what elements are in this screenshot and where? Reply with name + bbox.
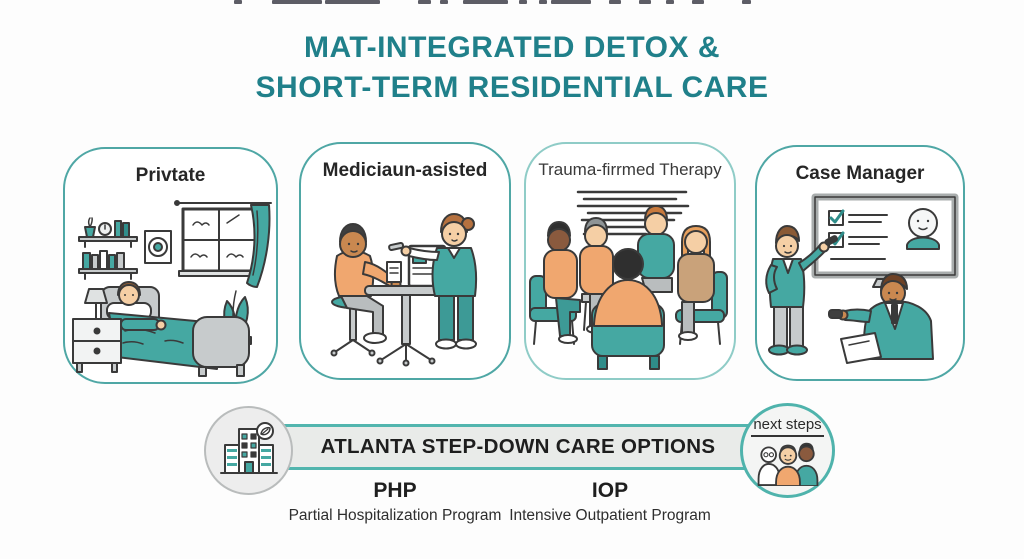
program-php-abbr: PHP bbox=[373, 479, 417, 502]
hospital-building-icon bbox=[219, 421, 278, 474]
hospital-circle bbox=[204, 406, 293, 495]
card-medication-assisted: Mediciaun-asisted bbox=[299, 142, 511, 380]
program-iop-name: Intensive Outpatient Program bbox=[509, 507, 711, 524]
card-private-room-title: Privtate bbox=[135, 165, 206, 186]
card-group-therapy: Trauma-firrmed Therapy bbox=[524, 142, 736, 380]
step-down-banner: ATLANTA STEP-DOWN CARE OPTIONS bbox=[240, 424, 796, 470]
next-steps-label: next steps bbox=[751, 416, 824, 437]
card-case-manager-title: Case Manager bbox=[795, 163, 925, 184]
page-title: MAT-INTEGRATED DETOX & SHORT-TERM RESIDE… bbox=[0, 28, 1024, 108]
three-people-icon bbox=[757, 442, 818, 486]
step-down-banner-label: ATLANTA STEP-DOWN CARE OPTIONS bbox=[320, 435, 716, 458]
program-php: PHP Partial Hospitalization Program bbox=[275, 479, 515, 525]
program-php-name: Partial Hospitalization Program bbox=[288, 507, 502, 524]
card-group-therapy-title: Trauma-firrmed Therapy bbox=[538, 160, 722, 179]
card-case-manager: Case Manager bbox=[755, 145, 965, 381]
private-bedroom-illustration bbox=[72, 200, 272, 377]
medication-assisted-illustration bbox=[330, 213, 478, 367]
page-title-line2: SHORT-TERM RESIDENTIAL CARE bbox=[255, 71, 769, 104]
group-therapy-illustration bbox=[529, 190, 728, 370]
card-medication-assisted-title: Mediciaun-asisted bbox=[322, 160, 488, 181]
program-iop-abbr: IOP bbox=[591, 479, 629, 502]
next-steps-circle: next steps bbox=[740, 403, 835, 498]
card-private-room: Privtate bbox=[63, 147, 278, 384]
program-iop: IOP Intensive Outpatient Program bbox=[490, 479, 730, 525]
case-manager-illustration bbox=[765, 193, 959, 364]
page-title-line1: MAT-INTEGRATED DETOX & bbox=[304, 31, 720, 64]
